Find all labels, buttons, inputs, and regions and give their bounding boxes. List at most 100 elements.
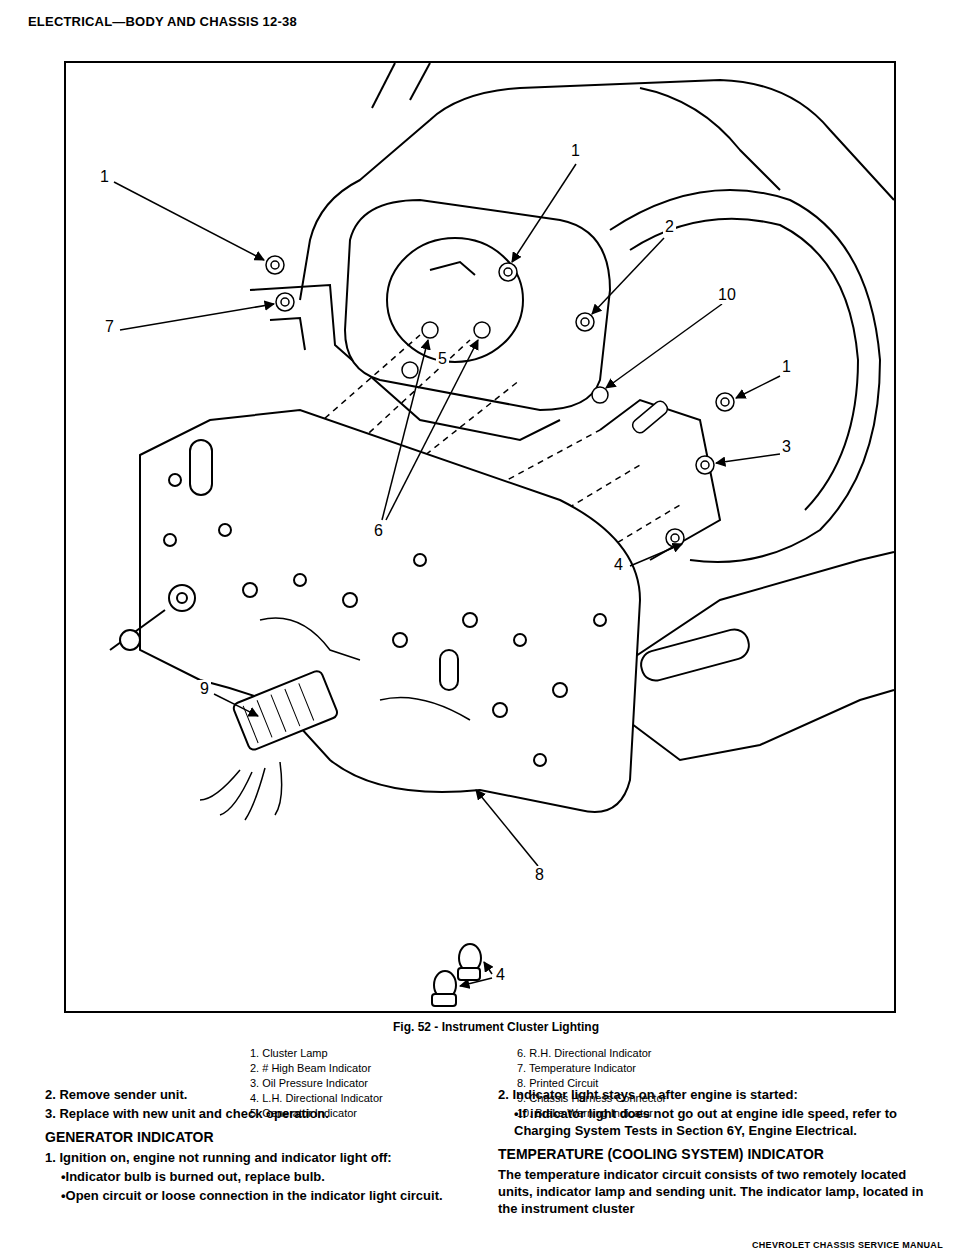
illustration-line	[214, 694, 258, 716]
illustration-line	[276, 293, 294, 311]
illustration-line	[281, 298, 289, 306]
callout-number: 5	[436, 350, 449, 368]
illustration-line	[266, 256, 284, 274]
illustration-line	[721, 398, 729, 406]
illustration-line	[393, 633, 407, 647]
illustration-line	[716, 454, 780, 463]
illustration-line	[504, 268, 512, 276]
text-column: 2. Indicator light stays on after engine…	[498, 1086, 928, 1219]
illustration-line	[600, 400, 720, 560]
illustration-line	[553, 683, 567, 697]
illustration-line	[671, 534, 679, 542]
illustration-line	[476, 790, 538, 866]
callout-number: 7	[103, 318, 116, 336]
callout-number: 1	[569, 142, 582, 160]
illustration-line	[484, 962, 492, 974]
callout-number: 1	[98, 168, 111, 186]
illustration-line	[606, 304, 722, 388]
callout-number: 1	[780, 358, 793, 376]
key-entry: 2. # High Beam Indicator	[250, 1061, 383, 1076]
illustration-line	[592, 387, 608, 403]
illustration-line	[474, 322, 490, 338]
illustration-line	[430, 262, 475, 275]
callout-number: 9	[198, 680, 211, 698]
illustration-line	[65, 62, 895, 1012]
illustration-line	[140, 410, 640, 812]
illustration-line	[243, 583, 257, 597]
procedure-step: 1. Ignition on, engine not running and i…	[45, 1149, 455, 1166]
procedure-step: 2. Remove sender unit.	[45, 1086, 455, 1103]
illustration-line	[382, 340, 428, 520]
illustration-line	[294, 574, 306, 586]
illustration-line	[120, 304, 274, 330]
mounting-screw	[110, 585, 195, 650]
illustration-line	[696, 456, 714, 474]
bullet-note: •Indicator bulb is burned out, replace b…	[45, 1168, 455, 1185]
bullet-note: •If indicator light does not go out at e…	[498, 1105, 928, 1139]
illustration-line	[414, 554, 426, 566]
illustration-line	[270, 318, 305, 350]
illustration-line	[460, 978, 492, 986]
page-header: ELECTRICAL—BODY AND CHASSIS 12-38	[28, 14, 297, 29]
illustration-line	[458, 968, 480, 980]
illustration-line	[701, 461, 709, 469]
illustration-line	[630, 219, 858, 510]
callout-number: 6	[372, 522, 385, 540]
illustration-line	[512, 164, 576, 262]
illustration-line	[640, 88, 780, 190]
illustration-line	[576, 313, 594, 331]
illustration-line	[169, 474, 181, 486]
harness-connector	[200, 669, 339, 820]
illustration-line	[630, 544, 682, 566]
illustration-line	[592, 238, 664, 314]
illustration-line	[380, 698, 470, 721]
illustration-line	[440, 650, 458, 690]
bullet-note: •Open circuit or loose connection in the…	[45, 1187, 455, 1204]
face-plate	[345, 200, 610, 410]
illustration-line	[345, 200, 610, 410]
illustration-line	[164, 534, 176, 546]
callout-number: 3	[780, 438, 793, 456]
illustration-line	[402, 362, 418, 378]
illustration-line	[716, 393, 734, 411]
illustration-line	[594, 614, 606, 626]
key-entry: 1. Cluster Lamp	[250, 1046, 383, 1061]
illustration-line	[372, 63, 395, 108]
callout-number: 4	[494, 966, 507, 984]
illustration-line	[260, 618, 360, 660]
section-heading: GENERATOR INDICATOR	[45, 1128, 455, 1146]
callout-number: 8	[533, 866, 546, 884]
illustration-line	[190, 440, 212, 495]
illustration-line	[120, 630, 140, 650]
callout-number: 10	[716, 286, 738, 304]
illustration-line	[386, 340, 478, 520]
page-footer: CHEVROLET CHASSIS SERVICE MANUAL	[752, 1240, 943, 1250]
illustration-line	[169, 585, 195, 611]
key-entry: 6. R.H. Directional Indicator	[517, 1046, 666, 1061]
illustration-line	[581, 318, 589, 326]
illustration-line	[514, 634, 526, 646]
illustration-line	[422, 322, 438, 338]
illustration-line	[177, 593, 187, 603]
illustration-line	[271, 261, 279, 269]
illustration-line	[534, 754, 546, 766]
procedure-step: 2. Indicator light stays on after engine…	[498, 1086, 928, 1103]
section-heading: TEMPERATURE (COOLING SYSTEM) INDICATOR	[498, 1145, 928, 1163]
illustration-line	[493, 703, 507, 717]
illustration-line	[432, 994, 456, 1006]
printed-circuit	[140, 410, 640, 812]
illustration-line	[499, 263, 517, 281]
illustration-line	[343, 593, 357, 607]
illustration-line	[114, 182, 264, 260]
illustration-line	[410, 63, 430, 100]
leader-lines	[114, 164, 780, 986]
key-entry: 4. L.H. Directional Indicator	[250, 1091, 383, 1106]
key-entry: 3. Oil Pressure Indicator	[250, 1076, 383, 1091]
illustration-line	[219, 524, 231, 536]
illustration-line	[600, 552, 894, 680]
body-paragraph: The temperature indicator circuit consis…	[498, 1166, 928, 1217]
procedure-step: 3. Replace with new unit and check opera…	[45, 1105, 455, 1122]
text-column: 2. Remove sender unit. 3. Replace with ne…	[45, 1086, 455, 1206]
